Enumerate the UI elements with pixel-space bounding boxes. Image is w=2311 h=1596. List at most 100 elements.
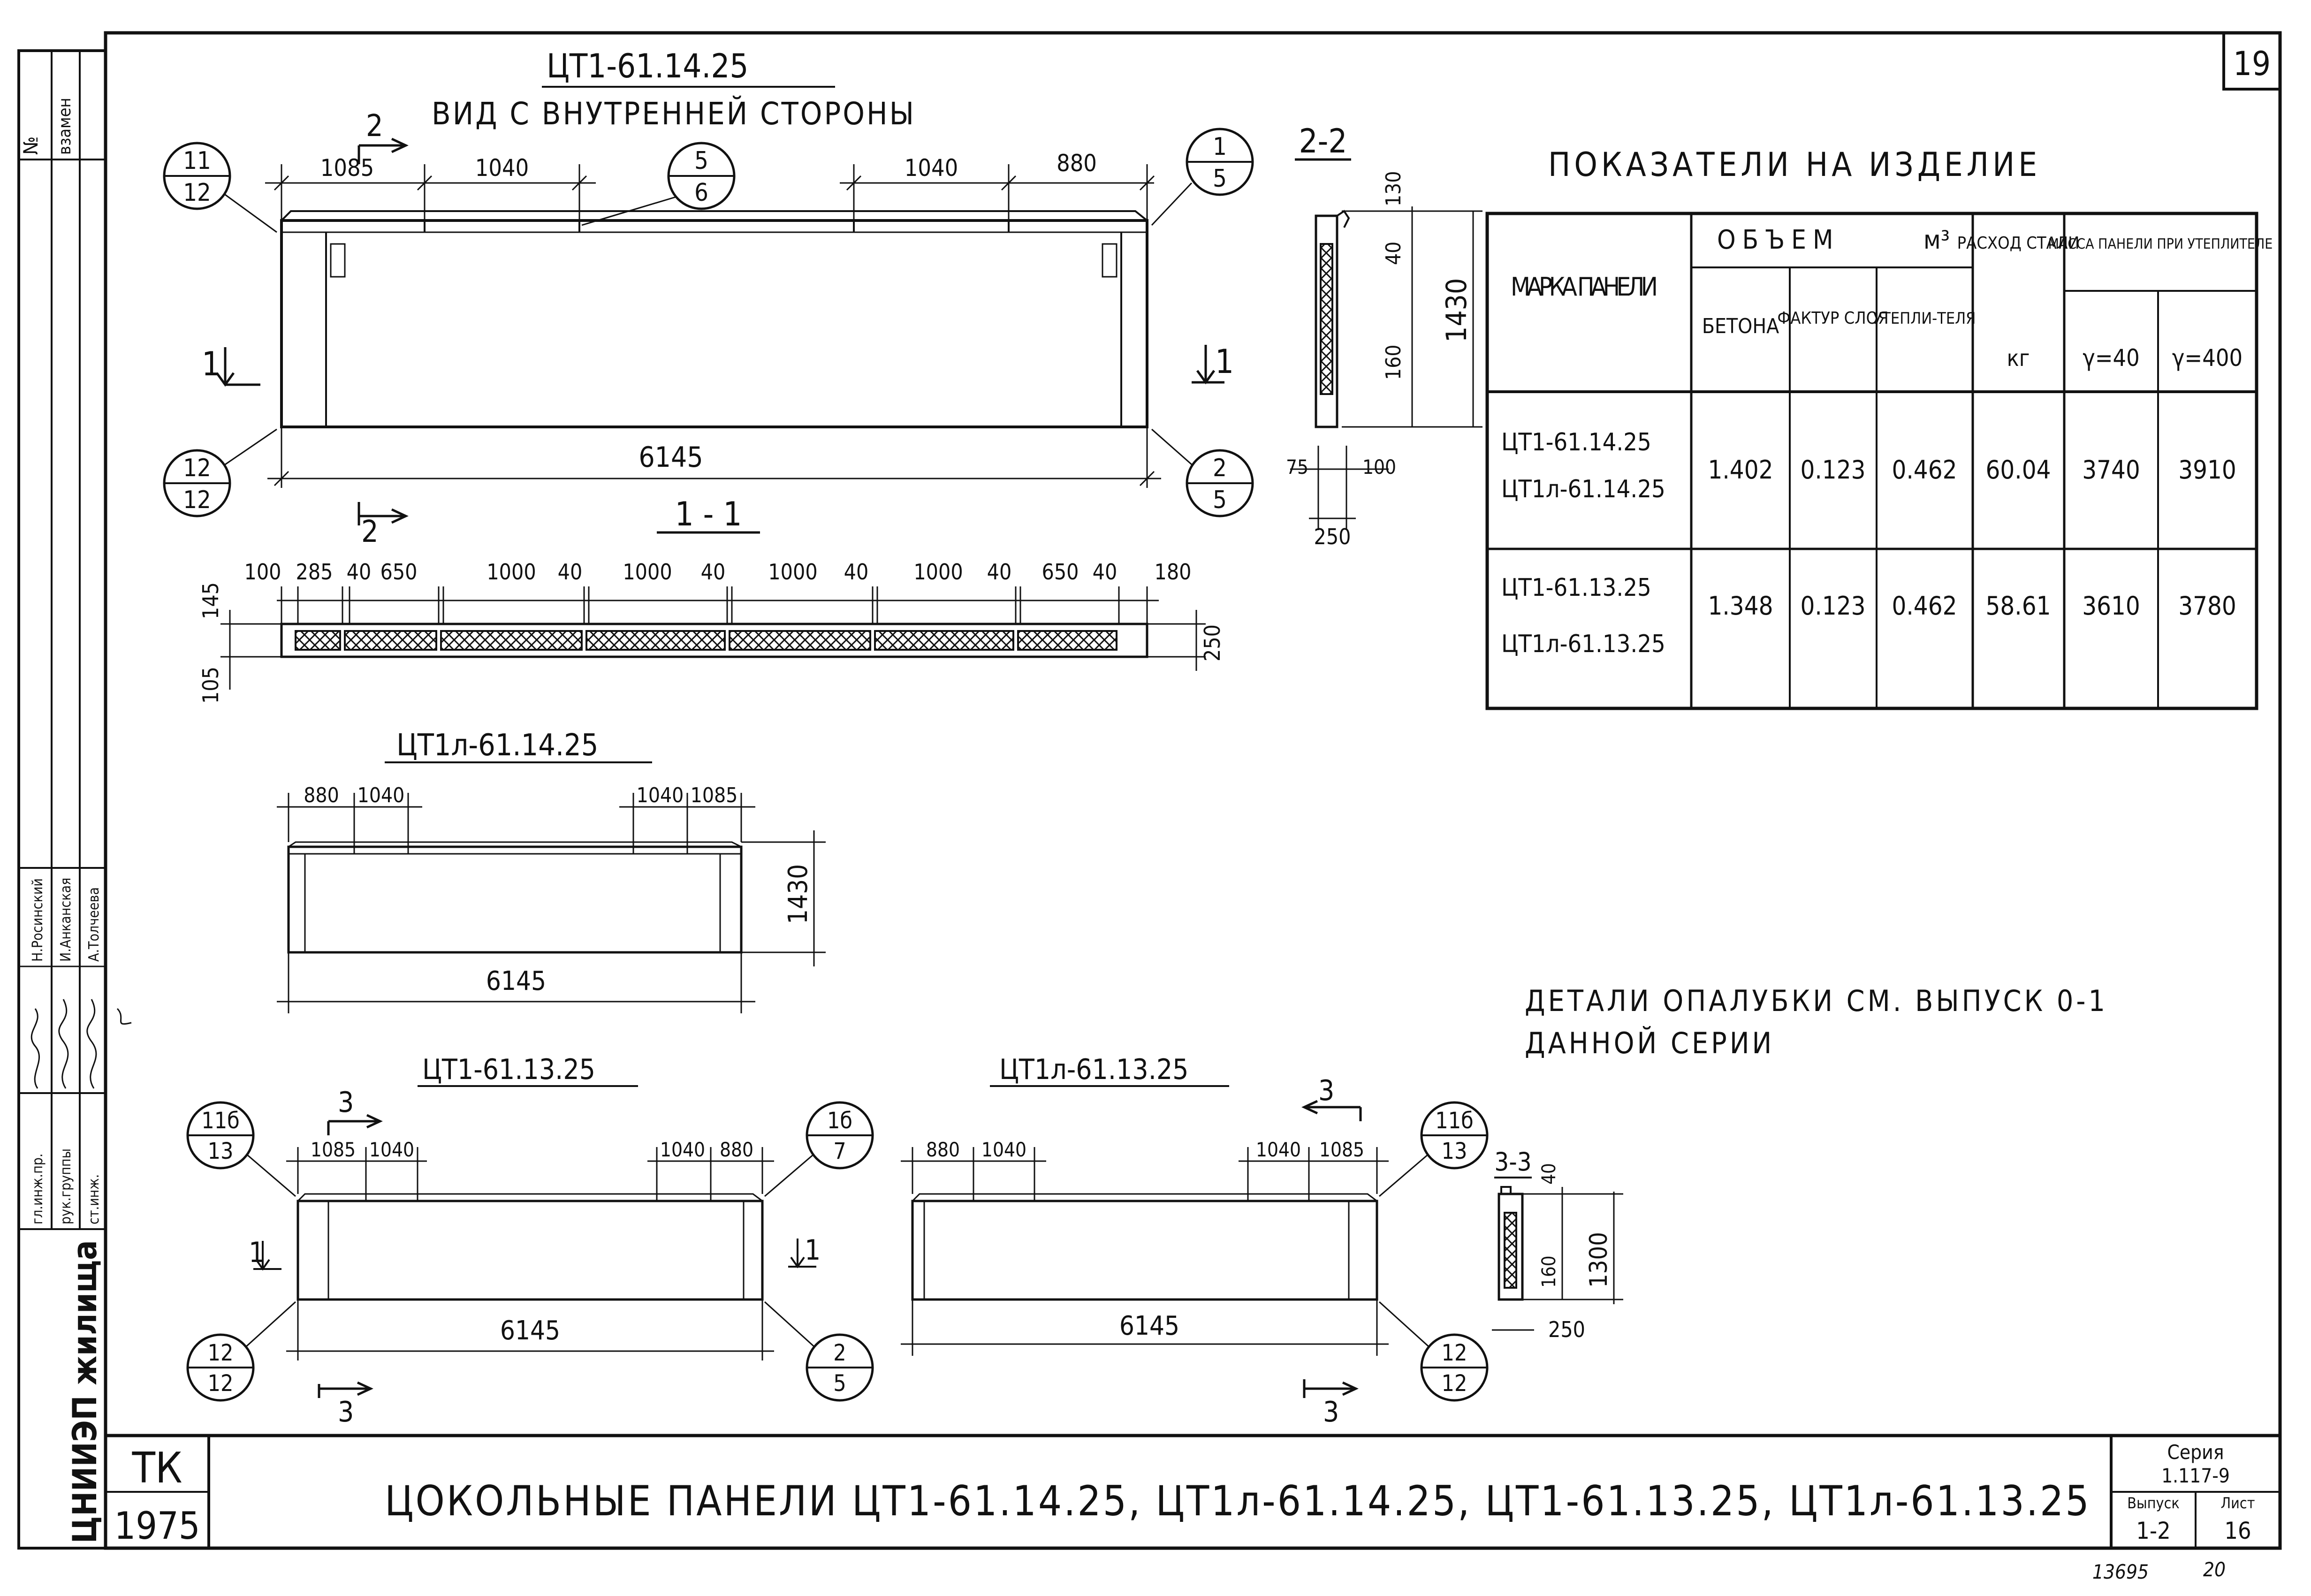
s11-dim-1: 100	[244, 559, 281, 585]
formwork-note: ДЕТАЛИ ОПАЛУБКИ СМ. ВЫПУСК 0-1 ДАННОЙ СЕ…	[1525, 984, 2108, 1060]
elev1-callout-5: 2 5	[1151, 428, 1254, 517]
elev3-callout-4-top: 2	[833, 1340, 846, 1366]
indicators-table: ПОКАЗАТЕЛИ НА ИЗДЕЛИЕ МАРКА ПАНЕЛИ ОБЪЕМ…	[1485, 145, 2273, 710]
elev1-callout-3: 1 5	[1151, 128, 1254, 226]
stamp-vypusk-label: Выпуск	[2127, 1494, 2180, 1512]
elev2-dim-1: 880	[304, 783, 339, 807]
table-row2-m40: 3610	[2082, 591, 2140, 621]
table-row2-mark-2: ЦТ1л-61.13.25	[1501, 630, 1665, 658]
elev1-view-title: ВИД С ВНУТРЕННЕЙ СТОРОНЫ	[432, 95, 916, 132]
table-h-insul: УТЕПЛИ-ТЕЛЯ	[1873, 309, 1976, 328]
elev1-callout-4-top: 12	[183, 454, 211, 482]
elev1-cut-2-top: 2	[366, 109, 383, 144]
elev4-length: 6145	[1119, 1311, 1179, 1341]
table-row1-m40: 3740	[2082, 455, 2140, 485]
elev3-callout-1: 11б 13	[186, 1101, 296, 1197]
table-h-g400: γ=400	[2172, 344, 2243, 372]
stamp-name-1: Н.Росинский	[30, 878, 46, 962]
elev3-callout-1-top: 11б	[201, 1108, 240, 1134]
elev4-dim-2: 1040	[981, 1138, 1026, 1161]
sheet-frame	[17, 31, 2282, 1550]
elev1-callout-3-top: 1	[1213, 133, 1227, 161]
s11-dim-6: 40	[558, 559, 583, 585]
stamp-position-2: рук.группы	[58, 1148, 74, 1224]
elev3-mark: ЦТ1-61.13.25	[422, 1053, 595, 1086]
elev3-cut-1-right: 1	[805, 1234, 821, 1267]
stamp-year: 1975	[114, 1504, 200, 1548]
elev1-cut-2-bottom: 2	[361, 515, 379, 549]
s11-dim-13: 650	[1042, 559, 1079, 585]
elev1-dim-1: 1085	[320, 154, 374, 182]
stamp-series-value: 1.117-9	[2161, 1464, 2230, 1487]
table-h-volume-unit: м³	[1923, 225, 1950, 255]
stamp-vypusk-value: 1-2	[2136, 1517, 2170, 1544]
stamp-position-1: гл.инж.пр.	[30, 1154, 46, 1224]
elev2-dim-2: 1040	[357, 783, 405, 807]
elev1-callout-1-bottom: 12	[183, 179, 211, 207]
elev3-callout-3-top: 12	[208, 1340, 234, 1366]
elev1-callout-1: 11 12	[163, 142, 277, 233]
table-h-g40: γ=40	[2083, 344, 2140, 372]
s11-dim-2: 285	[296, 559, 333, 585]
elev4-cut-3-top: 3	[1318, 1074, 1334, 1107]
s11-dim-8: 40	[701, 559, 726, 585]
elev4-callout-1-bottom: 13	[1442, 1138, 1467, 1164]
stamp-list-label: Лист	[2221, 1494, 2255, 1512]
elev3-callout-2-bottom: 7	[833, 1138, 846, 1164]
table-row1-mark-1: ЦТ1-61.14.25	[1501, 428, 1651, 456]
stamp-name-2: И.Анканская	[58, 878, 74, 962]
table-row1-concrete: 1.402	[1708, 455, 1773, 485]
elev3-callout-4: 2 5	[764, 1301, 874, 1402]
table-h-mass: МАССА ПАНЕЛИ ПРИ УТЕПЛИТЕЛЕ	[2048, 236, 2273, 252]
s11-dim-10: 40	[844, 559, 869, 585]
elev1-dim-2: 1040	[475, 154, 529, 182]
stamp-signatures	[30, 999, 132, 1089]
note-line-1: ДЕТАЛИ ОПАЛУБКИ СМ. ВЫПУСК 0-1	[1525, 984, 2108, 1018]
table-row1-facing: 0.123	[1800, 455, 1865, 485]
stamp-series-label: Серия	[2167, 1441, 2224, 1464]
s22-dim-130: 130	[1382, 171, 1406, 206]
s33-width: 250	[1548, 1317, 1585, 1342]
stamp-position-3: ст.инж.	[86, 1174, 102, 1224]
s22-dim-160: 160	[1382, 344, 1406, 380]
s22-dim-75: 75	[1286, 456, 1308, 479]
elev4-callout-2: 12 12	[1378, 1301, 1489, 1402]
elev3-dim-2: 1040	[369, 1138, 414, 1161]
s11-thickness: 250	[1200, 624, 1225, 661]
s11-dim-12: 40	[987, 559, 1012, 585]
elev2-height: 1430	[783, 864, 813, 924]
elev1-length: 6145	[639, 441, 703, 474]
elev4-callout-1-top: 11б	[1435, 1108, 1474, 1134]
section-3-3: 3-3 40 160 1300 250	[1492, 1147, 1623, 1342]
elev4-callout-2-top: 12	[1442, 1340, 1467, 1366]
table-h-facing: ФАКТУР СЛОЯ	[1777, 309, 1888, 328]
elev2-mark: ЦТ1л-61.14.25	[396, 728, 598, 763]
elev2-dim-4: 1085	[691, 783, 738, 807]
table-title: ПОКАЗАТЕЛИ НА ИЗДЕЛИЕ	[1548, 145, 2041, 184]
section-33-title: 3-3	[1494, 1147, 1531, 1177]
elevation-ct1l-61-14-25: ЦТ1л-61.14.25 880 1040 1040 1085 1430 61…	[277, 728, 826, 1013]
s33-height: 1300	[1585, 1232, 1613, 1288]
s11-left-dim-2: 105	[198, 667, 223, 704]
elev4-cut-3-bottom: 3	[1323, 1396, 1339, 1429]
elev3-callout-4-bottom: 5	[833, 1370, 846, 1397]
archive-number-2: 20	[2203, 1558, 2226, 1581]
elevation-ct1-61-13-25: ЦТ1-61.13.25 1085 1040 1040 880 6145 3 3…	[186, 1053, 874, 1429]
table-row2-facing: 0.123	[1800, 591, 1865, 621]
table-row2-steel: 58.61	[1985, 591, 2051, 621]
table-h-concrete: БЕТОНА	[1702, 314, 1779, 338]
elevation-ct1l-61-13-25: ЦТ1л-61.13.25 880 1040 1040 1085 6145 3 …	[901, 1053, 1489, 1429]
stamp-list-value: 16	[2224, 1517, 2251, 1544]
table-row1-mark-2: ЦТ1л-61.14.25	[1501, 475, 1665, 503]
elev1-cut-1-right: 1	[1215, 342, 1234, 381]
elev4-mark: ЦТ1л-61.13.25	[999, 1053, 1189, 1086]
table-row1-m400: 3910	[2178, 455, 2236, 485]
s22-height: 1430	[1440, 278, 1473, 342]
s11-dim-4: 650	[380, 559, 418, 585]
s22-dim-100: 100	[1362, 456, 1396, 479]
elev2-length: 6145	[486, 966, 546, 996]
stamp: № взамен гл.инж.пр. рук.группы ст.инж. Н…	[19, 98, 2255, 1583]
stamp-nomer: №	[19, 137, 42, 155]
table-h-steel-unit: кг	[2007, 345, 2030, 372]
